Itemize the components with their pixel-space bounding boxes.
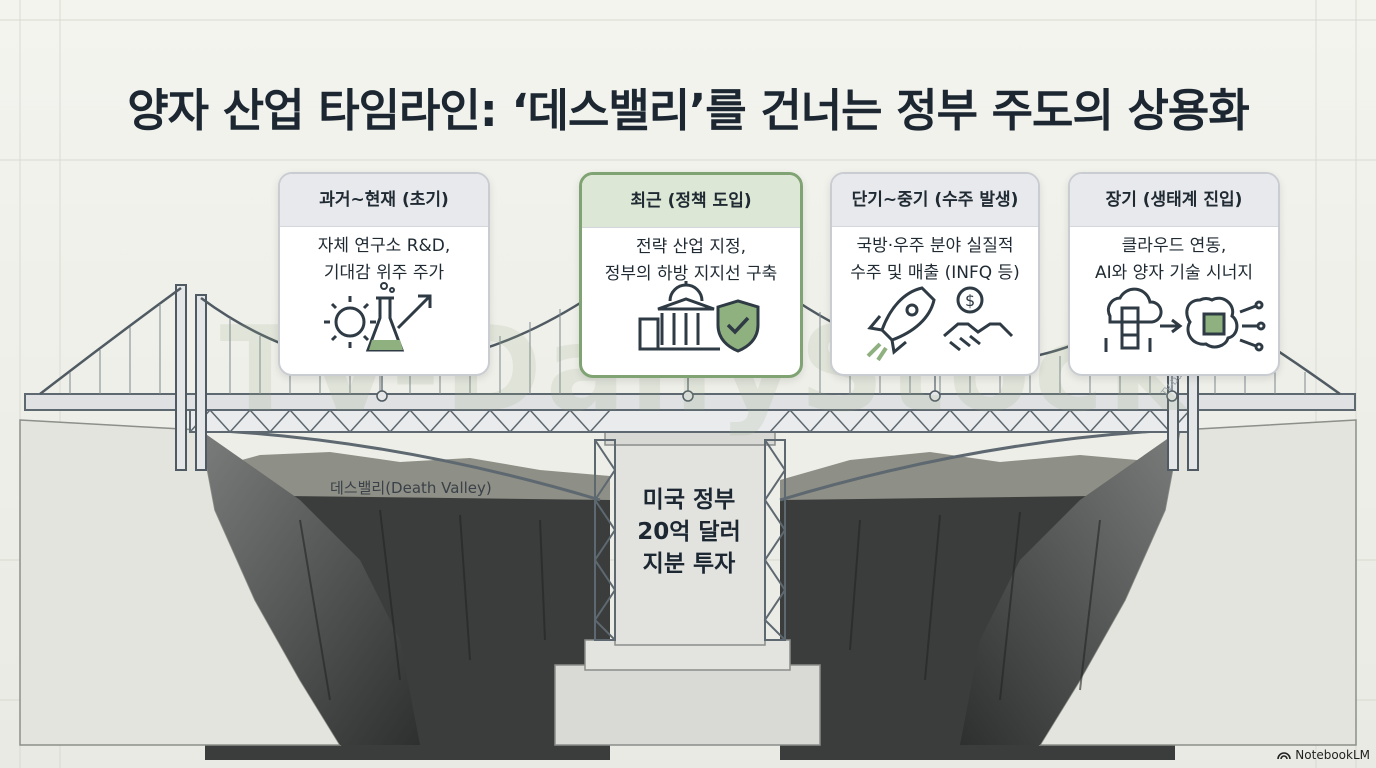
page-title: 양자 산업 타임라인: ‘데스밸리’를 건너는 정부 주도의 상용화 [127, 84, 1249, 137]
svg-text:$: $ [965, 291, 975, 310]
brand-badge: NotebookLM [1277, 748, 1370, 762]
card-body: 국방·우주 분야 실질적 수주 및 매출 (INFQ 등) [850, 236, 1020, 283]
timeline-card-long: 장기 (생태계 진입) 클라우드 연동, AI와 양자 기술 시너지 [1068, 172, 1280, 376]
brand-label: NotebookLM [1295, 748, 1370, 762]
timeline-card-short-mid: 단기~중기 (수주 발생) 국방·우주 분야 실질적 수주 및 매출 (INFQ… [830, 172, 1040, 376]
pier-investment-text: 미국 정부 20억 달러 지분 투자 [637, 487, 741, 577]
card-body: 클라우드 연동, AI와 양자 기술 시너지 [1095, 236, 1253, 283]
valley-label: 데스밸리(Death Valley) [330, 479, 492, 497]
rocket-handshake-icon: $ [866, 286, 1014, 362]
timeline-card-recent: 최근 (정책 도입) 전략 산업 지정, 정부의 하방 지지선 구축 [579, 172, 803, 378]
card-header: 과거~현재 (초기) [280, 174, 488, 227]
card-header: 최근 (정책 도입) [582, 175, 800, 228]
card-header: 단기~중기 (수주 발생) [832, 174, 1038, 227]
timeline-card-past: 과거~현재 (초기) 자체 연구소 R&D, 기대감 위주 주가 [278, 172, 490, 376]
card-header: 장기 (생태계 진입) [1070, 174, 1278, 227]
card-body: 자체 연구소 R&D, 기대감 위주 주가 [317, 236, 451, 283]
notebooklm-logo-icon [1277, 752, 1292, 760]
card-body: 전략 산업 지정, 정부의 하방 지지선 구축 [604, 237, 778, 284]
flask-gear-growth-icon [324, 282, 432, 352]
cloud-ai-chip-icon [1104, 287, 1266, 352]
capitol-shield-icon [638, 281, 760, 353]
